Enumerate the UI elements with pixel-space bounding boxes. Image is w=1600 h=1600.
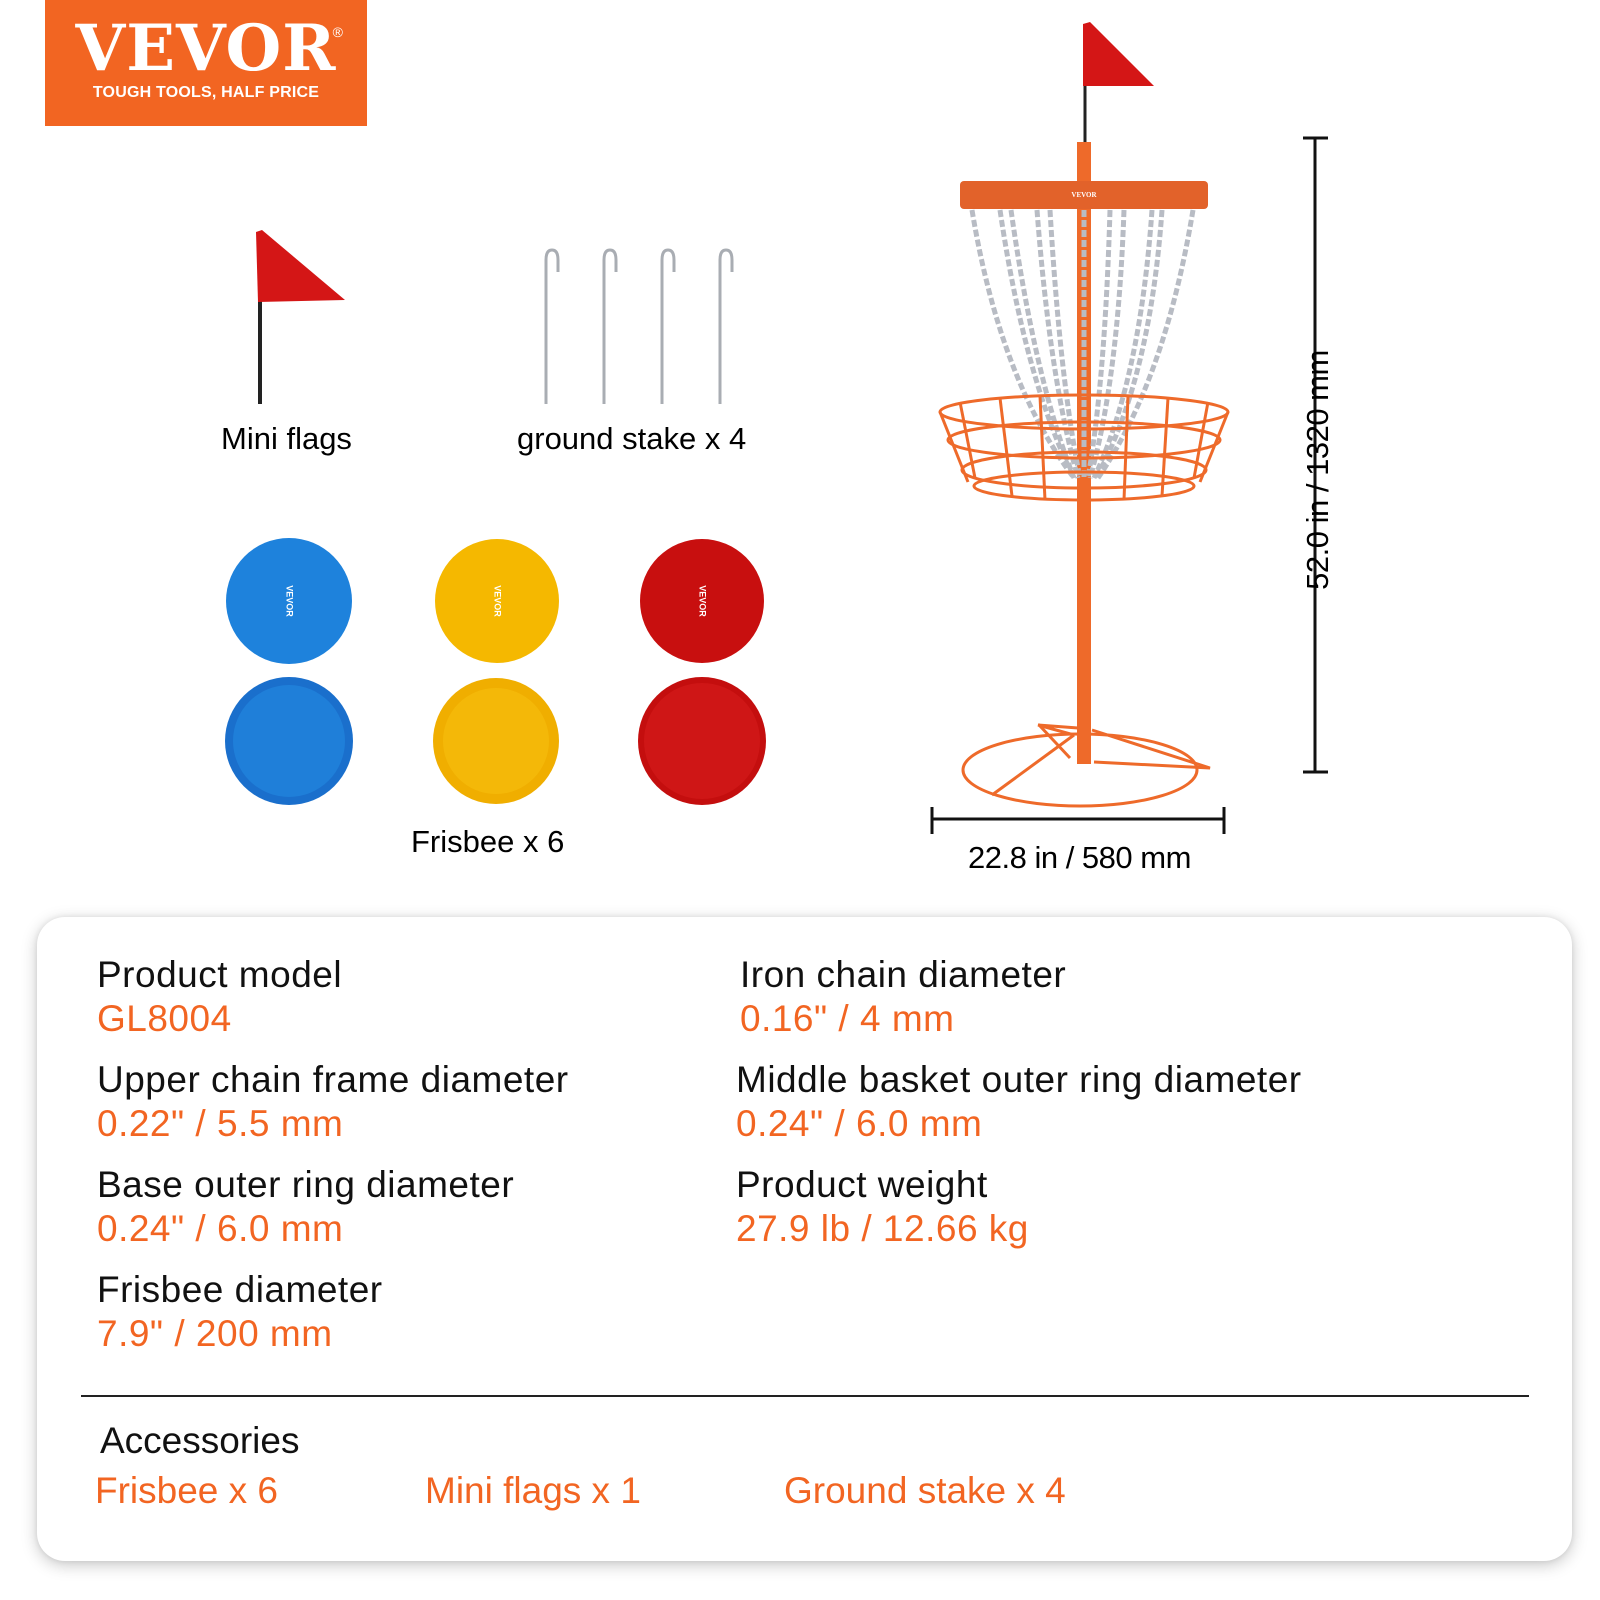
brand-logo: VEVOR ® TOUGH TOOLS, HALF PRICE: [45, 0, 367, 126]
accessory-item: Mini flags x 1: [425, 1470, 641, 1511]
mini-flags-caption: Mini flags: [221, 421, 352, 456]
brand-name: VEVOR: [75, 11, 337, 86]
spec-value: 0.24" / 6.0 mm: [97, 1208, 344, 1249]
spec-label: Iron chain diameter: [740, 954, 1067, 995]
svg-text:VEVOR: VEVOR: [1071, 191, 1097, 199]
spec-frisbee-diameter: Frisbee diameter 7.9" / 200 mm: [97, 1268, 383, 1356]
spec-value: 0.24" / 6.0 mm: [736, 1103, 983, 1144]
frisbee-icon: VEVOR VEVOR VEVOR: [225, 538, 766, 805]
ground-stake-caption: ground stake x 4: [517, 421, 747, 456]
mini-flag-icon: [256, 230, 345, 404]
frisbee-caption: Frisbee x 6: [411, 824, 565, 859]
registered-mark: ®: [332, 24, 343, 40]
spec-base-outer-ring-diameter: Base outer ring diameter 0.24" / 6.0 mm: [97, 1163, 514, 1251]
spec-product-model: Product model GL8004: [97, 953, 342, 1041]
ground-stake-icon: [544, 248, 734, 404]
spec-value: 7.9" / 200 mm: [97, 1313, 333, 1354]
spec-label: Middle basket outer ring diameter: [736, 1059, 1302, 1100]
svg-text:VEVOR: VEVOR: [285, 585, 295, 617]
spec-value: 0.16" / 4 mm: [740, 998, 955, 1039]
height-dimension-line: [1303, 136, 1328, 774]
height-dimension-label: 52.0 in / 1320 mm: [1300, 350, 1335, 590]
spec-iron-chain-diameter: Iron chain diameter 0.16" / 4 mm: [740, 953, 1066, 1041]
disc-golf-basket-icon: VEVOR: [938, 22, 1230, 808]
width-dimension-label: 22.8 in / 580 mm: [968, 840, 1191, 875]
spec-value: 0.22" / 5.5 mm: [97, 1103, 344, 1144]
product-illustration: VEVOR VEVOR VEVOR VEVOR: [225, 22, 1328, 834]
spec-label: Frisbee diameter: [97, 1269, 383, 1310]
accessory-item: Ground stake x 4: [784, 1470, 1066, 1511]
divider: [81, 1395, 1529, 1397]
spec-upper-chain-frame-diameter: Upper chain frame diameter 0.22" / 5.5 m…: [97, 1058, 569, 1146]
spec-label: Base outer ring diameter: [97, 1164, 515, 1205]
spec-product-weight: Product weight 27.9 lb / 12.66 kg: [736, 1163, 1029, 1251]
spec-value: 27.9 lb / 12.66 kg: [736, 1208, 1029, 1249]
spec-middle-basket-outer-ring-diameter: Middle basket outer ring diameter 0.24" …: [736, 1058, 1302, 1146]
spec-label: Product weight: [736, 1164, 988, 1205]
spec-value: GL8004: [97, 998, 232, 1039]
spec-label: Product model: [97, 954, 343, 995]
brand-tagline: TOUGH TOOLS, HALF PRICE: [92, 84, 320, 101]
spec-label: Upper chain frame diameter: [97, 1059, 569, 1100]
spec-card: Product model GL8004 Upper chain frame d…: [37, 917, 1572, 1561]
svg-text:VEVOR: VEVOR: [698, 585, 708, 617]
svg-text:VEVOR: VEVOR: [493, 585, 503, 617]
accessories-title: Accessories: [100, 1420, 300, 1461]
width-dimension-line: [930, 807, 1226, 834]
accessory-item: Frisbee x 6: [95, 1470, 279, 1511]
